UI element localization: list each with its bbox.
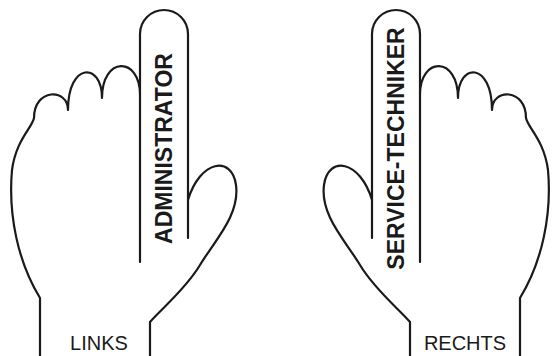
hand-drawing (0, 0, 276, 356)
hand-outline-path (324, 10, 549, 356)
hand-outline: SERVICE-TECHNIKER RECHTS (276, 0, 552, 356)
hand-side-label: RECHTS (424, 333, 506, 353)
hand-outline: ADMINISTRATOR LINKS (0, 0, 276, 356)
finger-label: ADMINISTRATOR (153, 53, 176, 244)
hand-drawing (276, 0, 552, 356)
hand-side-label: LINKS (70, 333, 128, 353)
hand-outline-path (11, 10, 236, 356)
finger-label: SERVICE-TECHNIKER (385, 27, 408, 269)
